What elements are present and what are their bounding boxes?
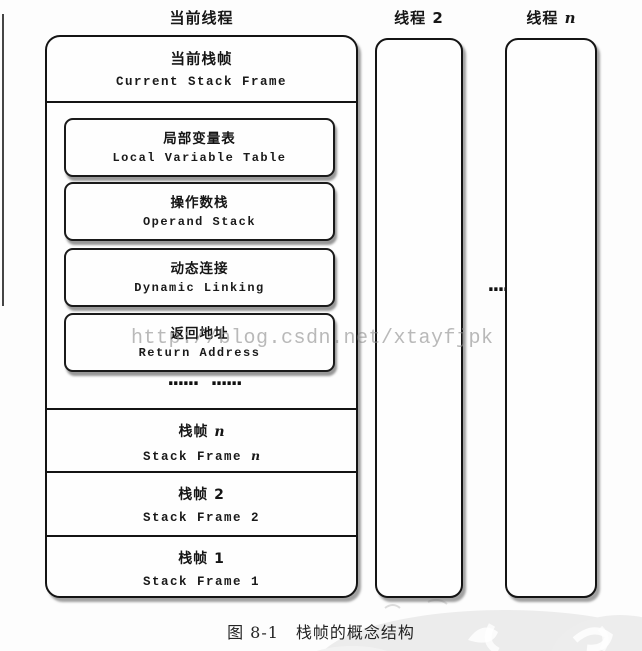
- stack-frame-1-en-var: 1: [251, 575, 261, 589]
- stack-frame-n-cn: 栈帧 n: [178, 421, 224, 441]
- local-variable-table-cn: 局部变量表: [163, 131, 236, 147]
- return-address-en: Return Address: [138, 346, 261, 360]
- stack-frame-1-cn: 栈帧 1: [178, 548, 225, 568]
- stack-frame-2-en: Stack Frame 2: [143, 511, 260, 525]
- current-stack-frame-cn: 当前栈帧: [170, 52, 233, 68]
- stack-frame-2-section: 栈帧 2 Stack Frame 2: [47, 473, 356, 537]
- return-address-cn: 返回地址: [170, 326, 229, 342]
- stack-frame-2-en-var: 2: [251, 511, 261, 525]
- stack-frame-1-section: 栈帧 1 Stack Frame 1: [47, 537, 356, 596]
- current-stack-frame-header: 当前栈帧 Current Stack Frame: [47, 37, 356, 103]
- stack-frame-2-cn: 栈帧 2: [178, 484, 225, 504]
- thread-2-stack-box: [375, 38, 463, 598]
- stack-frame-n-en-var: n: [250, 448, 261, 463]
- current-thread-stack-box: 当前栈帧 Current Stack Frame 局部变量表 Local Var…: [45, 35, 358, 598]
- ellipsis-dots: ......: [164, 366, 202, 390]
- stack-frame-n-cn-text: 栈帧: [178, 424, 215, 440]
- operand-stack-box: 操作数栈 Operand Stack: [64, 182, 335, 241]
- thread-n-label: 线程 n: [501, 7, 601, 28]
- page-edge-scan-line: [2, 14, 4, 306]
- stack-frame-1-cn-var: 1: [214, 551, 225, 567]
- dynamic-linking-en: Dynamic Linking: [134, 281, 265, 295]
- dynamic-linking-box: 动态连接 Dynamic Linking: [64, 248, 335, 307]
- thread-n-stack-box: [505, 38, 597, 598]
- local-variable-table-box: 局部变量表 Local Variable Table: [64, 118, 335, 177]
- operand-stack-en: Operand Stack: [142, 215, 257, 229]
- stack-frame-n-en: Stack Frame n: [143, 448, 260, 464]
- thread-n-label-var: n: [564, 9, 576, 27]
- current-stack-frame-en: Current Stack Frame: [115, 75, 288, 89]
- operand-stack-cn: 操作数栈: [170, 195, 229, 211]
- current-frame-parts-section: 局部变量表 Local Variable Table 操作数栈 Operand …: [47, 105, 356, 410]
- stack-frame-2-cn-text: 栈帧: [178, 487, 215, 503]
- return-address-box: 返回地址 Return Address: [64, 313, 335, 372]
- stack-frame-1-en-text: Stack Frame: [142, 575, 251, 589]
- local-variable-table-en: Local Variable Table: [112, 151, 287, 165]
- figure-caption: 图 8-1 栈帧的概念结构: [227, 623, 415, 642]
- ellipsis-dots: ......: [208, 366, 245, 390]
- stack-frame-n-cn-var: n: [214, 424, 225, 440]
- dynamic-linking-cn: 动态连接: [170, 261, 229, 277]
- stack-frame-n-en-text: Stack Frame: [142, 450, 251, 464]
- stack-frame-2-cn-var: 2: [214, 487, 225, 503]
- thread-2-label: 线程 2: [394, 9, 444, 27]
- current-thread-label: 当前线程: [169, 9, 234, 27]
- stack-frame-1-cn-text: 栈帧: [178, 551, 215, 567]
- thread-n-label-text: 线程: [526, 9, 565, 27]
- frame-parts-ellipsis: ...... ......: [47, 366, 356, 390]
- stack-frame-2-en-text: Stack Frame: [142, 511, 251, 525]
- stack-frame-n-section: 栈帧 n Stack Frame n: [47, 410, 356, 473]
- stack-frame-1-en: Stack Frame 1: [143, 575, 260, 589]
- blog-url-watermark: http://blog.csdn.net/xtayfjpk: [131, 327, 494, 350]
